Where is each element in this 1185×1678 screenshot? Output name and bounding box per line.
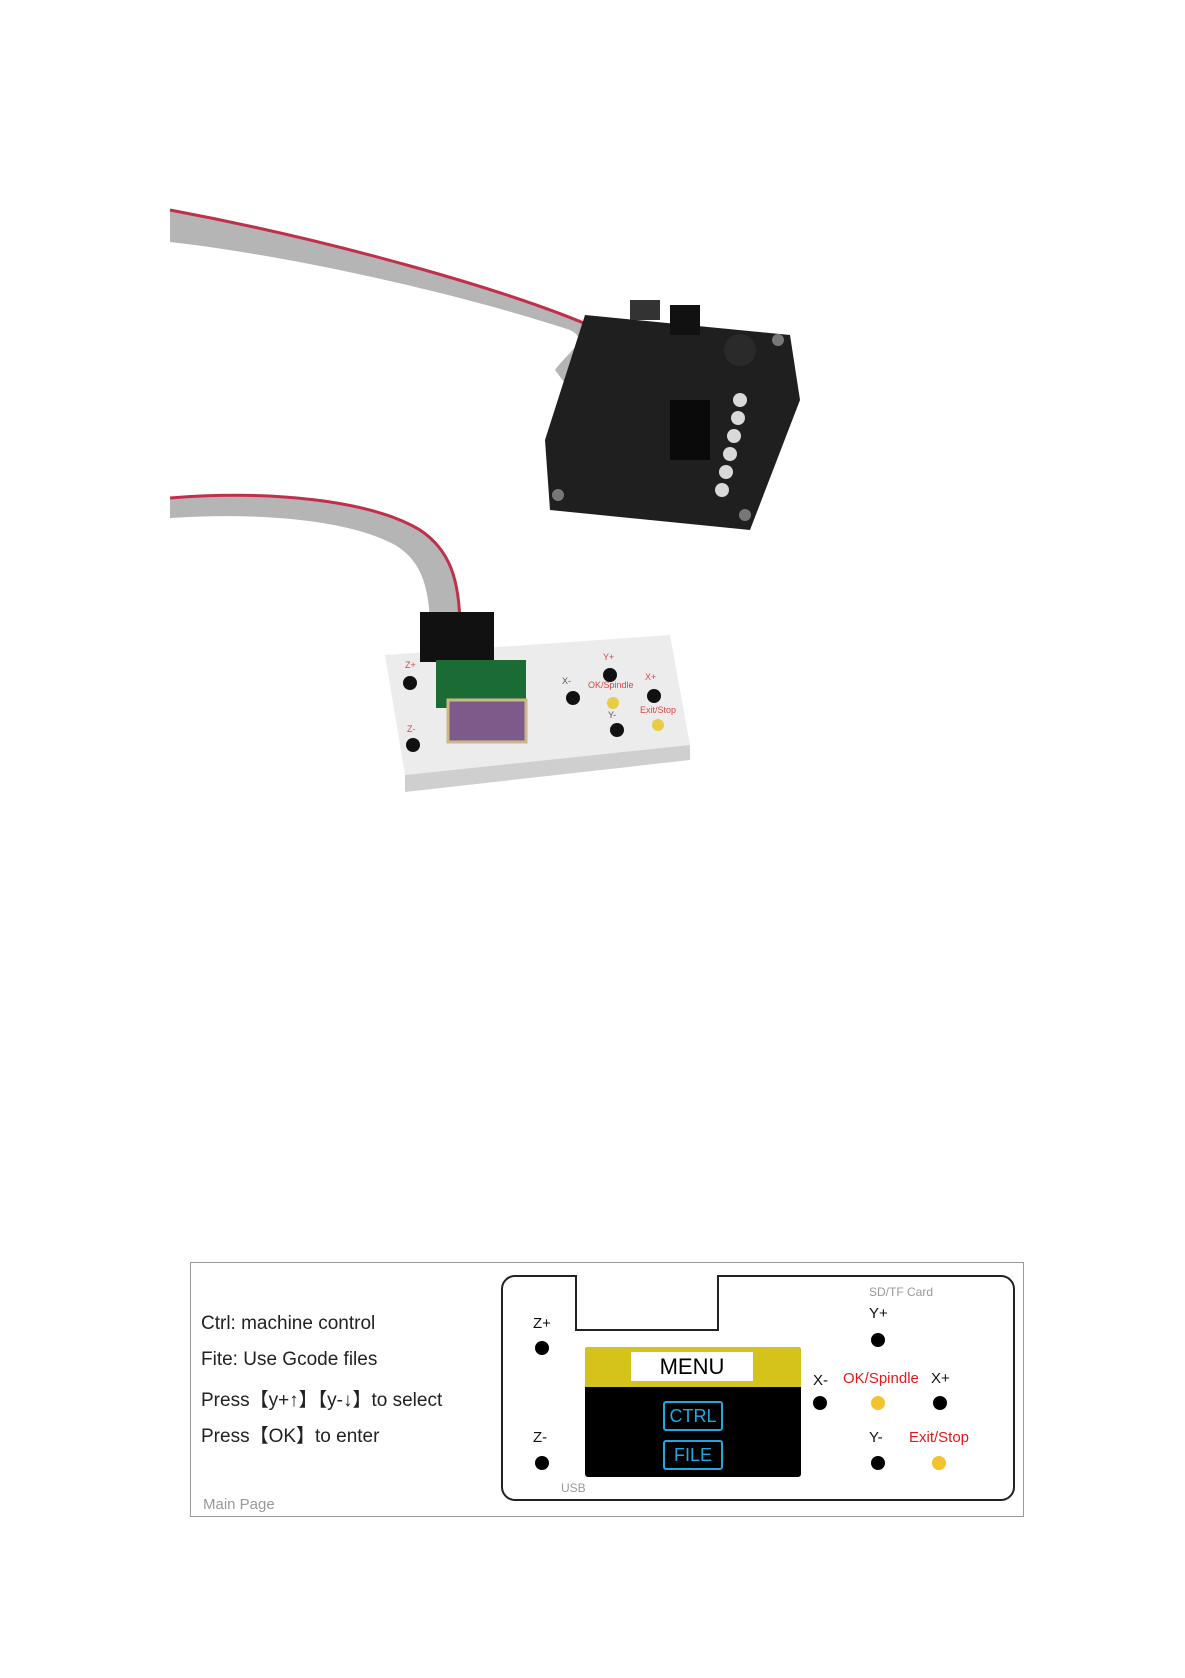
diagram-caption: Main Page xyxy=(203,1496,275,1513)
photo-label-exit-stop: Exit/Stop xyxy=(640,705,676,715)
help-line-enter: Press【OK】to enter xyxy=(201,1421,379,1448)
oled-screen: MENU CTRL FILE xyxy=(585,1347,801,1477)
photo-label-y-plus: Y+ xyxy=(603,652,614,662)
photo-label-ok-spindle: OK/Spindle xyxy=(588,680,634,690)
photo-label-x-minus: X- xyxy=(562,676,571,686)
photo-label-x-plus: X+ xyxy=(645,672,656,682)
button-y-plus[interactable] xyxy=(871,1333,885,1347)
screen-item-ctrl[interactable]: CTRL xyxy=(663,1401,723,1431)
screen-item-file[interactable]: FILE xyxy=(663,1440,723,1470)
button-x-minus[interactable] xyxy=(813,1396,827,1410)
button-y-minus[interactable] xyxy=(871,1456,885,1470)
button-x-plus[interactable] xyxy=(933,1396,947,1410)
ribbon-cable-top xyxy=(170,210,615,390)
ribbon-cable-bottom xyxy=(170,495,460,630)
button-ok-spindle[interactable] xyxy=(871,1396,885,1410)
controller-board xyxy=(545,300,800,530)
product-photo: Z+ Z- Y+ X- OK/Spindle X+ Y- Exit/Stop xyxy=(150,200,990,880)
label-y-minus: Y- xyxy=(869,1429,883,1446)
label-ok-spindle: OK/Spindle xyxy=(843,1370,919,1387)
sd-card-slot xyxy=(575,1275,719,1331)
button-z-plus[interactable] xyxy=(535,1341,549,1355)
label-x-plus: X+ xyxy=(931,1370,950,1387)
handheld-controller xyxy=(385,612,690,792)
button-z-minus[interactable] xyxy=(535,1456,549,1470)
photo-label-z-plus: Z+ xyxy=(405,660,416,670)
photo-label-z-minus: Z- xyxy=(407,724,416,734)
help-line-select: Press【y+↑】【y-↓】to select xyxy=(201,1385,442,1412)
label-y-plus: Y+ xyxy=(869,1305,888,1322)
main-page-diagram: Ctrl: machine control Fite: Use Gcode fi… xyxy=(190,1262,1024,1517)
button-exit-stop[interactable] xyxy=(932,1456,946,1470)
label-z-plus: Z+ xyxy=(533,1315,551,1332)
label-exit-stop: Exit/Stop xyxy=(909,1429,969,1446)
help-line-file: Fite: Use Gcode files xyxy=(201,1349,377,1371)
label-z-minus: Z- xyxy=(533,1429,547,1446)
label-x-minus: X- xyxy=(813,1372,828,1389)
help-line-ctrl: Ctrl: machine control xyxy=(201,1313,375,1335)
usb-label: USB xyxy=(561,1481,586,1495)
screen-title: MENU xyxy=(631,1352,753,1381)
controller-panel: SD/TF Card USB Z+ Z- MENU CTRL FILE Y+ X… xyxy=(501,1275,1015,1501)
sd-card-label: SD/TF Card xyxy=(869,1285,933,1299)
photo-label-y-minus: Y- xyxy=(608,710,616,720)
